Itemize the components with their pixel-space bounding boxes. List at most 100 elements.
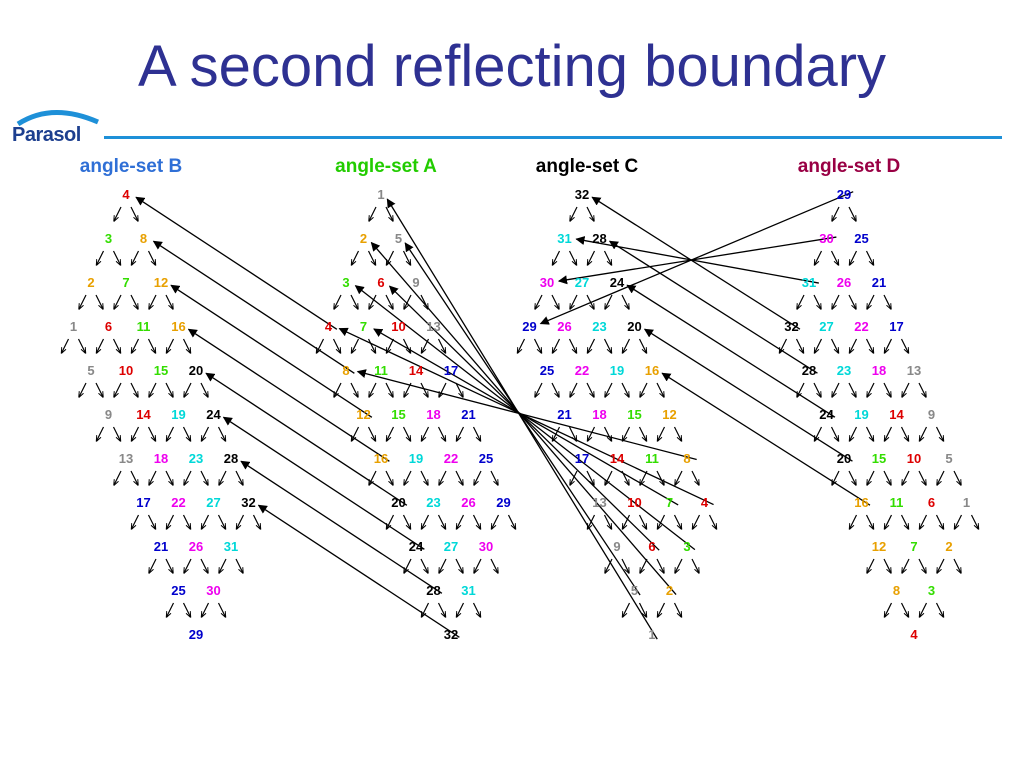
cell-number: 1	[648, 627, 655, 642]
dependency-arrow	[420, 382, 428, 397]
cell-number: 25	[171, 583, 185, 598]
cell-number: 15	[154, 363, 168, 378]
dependency-arrow	[832, 470, 840, 485]
dependency-arrow	[237, 514, 245, 529]
cell-number: 25	[540, 363, 554, 378]
dependency-arrow	[132, 338, 140, 353]
dependency-arrow	[202, 602, 210, 617]
reflection-arrow	[222, 416, 425, 550]
dependency-arrow	[492, 514, 500, 529]
dependency-arrow	[850, 514, 858, 529]
dependency-arrow	[883, 382, 891, 397]
cell-number: 1	[70, 319, 77, 334]
dependency-arrow	[367, 250, 376, 265]
dependency-arrow	[586, 470, 594, 485]
cell-number: 18	[872, 363, 886, 378]
dependency-arrow	[603, 250, 612, 265]
dependency-arrow	[848, 470, 856, 485]
cell-number: 16	[171, 319, 185, 334]
dependency-arrow	[621, 294, 629, 309]
dependency-arrow	[638, 514, 647, 529]
dependency-arrow	[797, 382, 805, 397]
dependency-arrow	[638, 602, 647, 617]
reflection-arrow	[170, 284, 373, 418]
cell-number: 20	[189, 363, 203, 378]
dependency-arrow	[658, 602, 666, 617]
dependency-arrow	[474, 470, 482, 485]
reflection-arrow	[591, 196, 801, 330]
reflection-arrow	[152, 240, 355, 374]
cell-number: 4	[122, 187, 130, 202]
dependency-arrow	[367, 426, 376, 441]
cell-number: 28	[426, 583, 440, 598]
dependency-arrow	[332, 338, 341, 353]
dependency-arrow	[832, 206, 840, 221]
cell-number: 24	[206, 407, 221, 422]
dependency-arrow	[202, 426, 210, 441]
cell-number: 29	[837, 187, 851, 202]
dependency-arrow	[385, 294, 393, 309]
cell-number: 12	[872, 539, 886, 554]
cell-number: 16	[854, 495, 868, 510]
cell-number: 19	[409, 451, 423, 466]
cell-number: 12	[356, 407, 370, 422]
dependency-arrow	[472, 602, 481, 617]
dependency-arrow	[130, 294, 138, 309]
cell-number: 9	[105, 407, 112, 422]
dependency-arrow	[369, 206, 377, 221]
cell-number: 25	[479, 451, 493, 466]
dependency-arrow	[167, 514, 175, 529]
angle-set-a-title: angle-set A	[335, 156, 437, 177]
dependency-arrow	[130, 470, 138, 485]
cell-number: 23	[426, 495, 440, 510]
cell-number: 7	[910, 539, 917, 554]
dependency-arrow	[623, 426, 631, 441]
dependency-arrow	[815, 338, 823, 353]
dependency-arrow	[402, 426, 411, 441]
dependency-arrow	[132, 250, 140, 265]
cell-number: 27	[206, 495, 220, 510]
cell-number: 26	[189, 539, 203, 554]
cell-number: 18	[426, 407, 440, 422]
cell-number: 28	[224, 451, 238, 466]
dependency-arrow	[830, 250, 839, 265]
dependency-arrow	[490, 558, 498, 573]
dependency-arrow	[455, 382, 463, 397]
dependency-arrow	[867, 558, 875, 573]
cell-number: 19	[854, 407, 868, 422]
dependency-arrow	[605, 558, 613, 573]
dependency-arrow	[797, 294, 805, 309]
dependency-arrow	[352, 250, 360, 265]
cell-number: 8	[140, 231, 147, 246]
cell-number: 14	[610, 451, 625, 466]
dependency-arrow	[385, 206, 393, 221]
dependency-arrow	[114, 382, 122, 397]
cell-number: 12	[154, 275, 168, 290]
dependency-arrow	[167, 426, 175, 441]
cell-number: 32	[784, 319, 798, 334]
cell-number: 30	[206, 583, 220, 598]
dependency-arrow	[867, 470, 875, 485]
dependency-arrow	[507, 514, 516, 529]
cell-number: 24	[819, 407, 834, 422]
dependency-arrow	[902, 382, 910, 397]
cell-number: 16	[374, 451, 388, 466]
dependency-arrow	[165, 294, 173, 309]
dependency-arrow	[586, 206, 594, 221]
cell-number: 27	[819, 319, 833, 334]
dependency-arrow	[334, 294, 342, 309]
dependency-arrow	[147, 338, 156, 353]
dependency-arrow	[472, 426, 481, 441]
cell-number: 3	[342, 275, 349, 290]
dependency-arrow	[623, 602, 631, 617]
dependency-arrow	[865, 426, 874, 441]
dependency-arrow	[953, 558, 961, 573]
cell-number: 3	[105, 231, 112, 246]
dependency-arrow	[638, 426, 647, 441]
dependency-arrow	[149, 294, 157, 309]
dependency-arrow	[147, 250, 156, 265]
reflection-arrow	[404, 242, 641, 596]
dependency-arrow	[217, 426, 226, 441]
dependency-arrow	[708, 514, 717, 529]
dependency-arrow	[603, 338, 612, 353]
